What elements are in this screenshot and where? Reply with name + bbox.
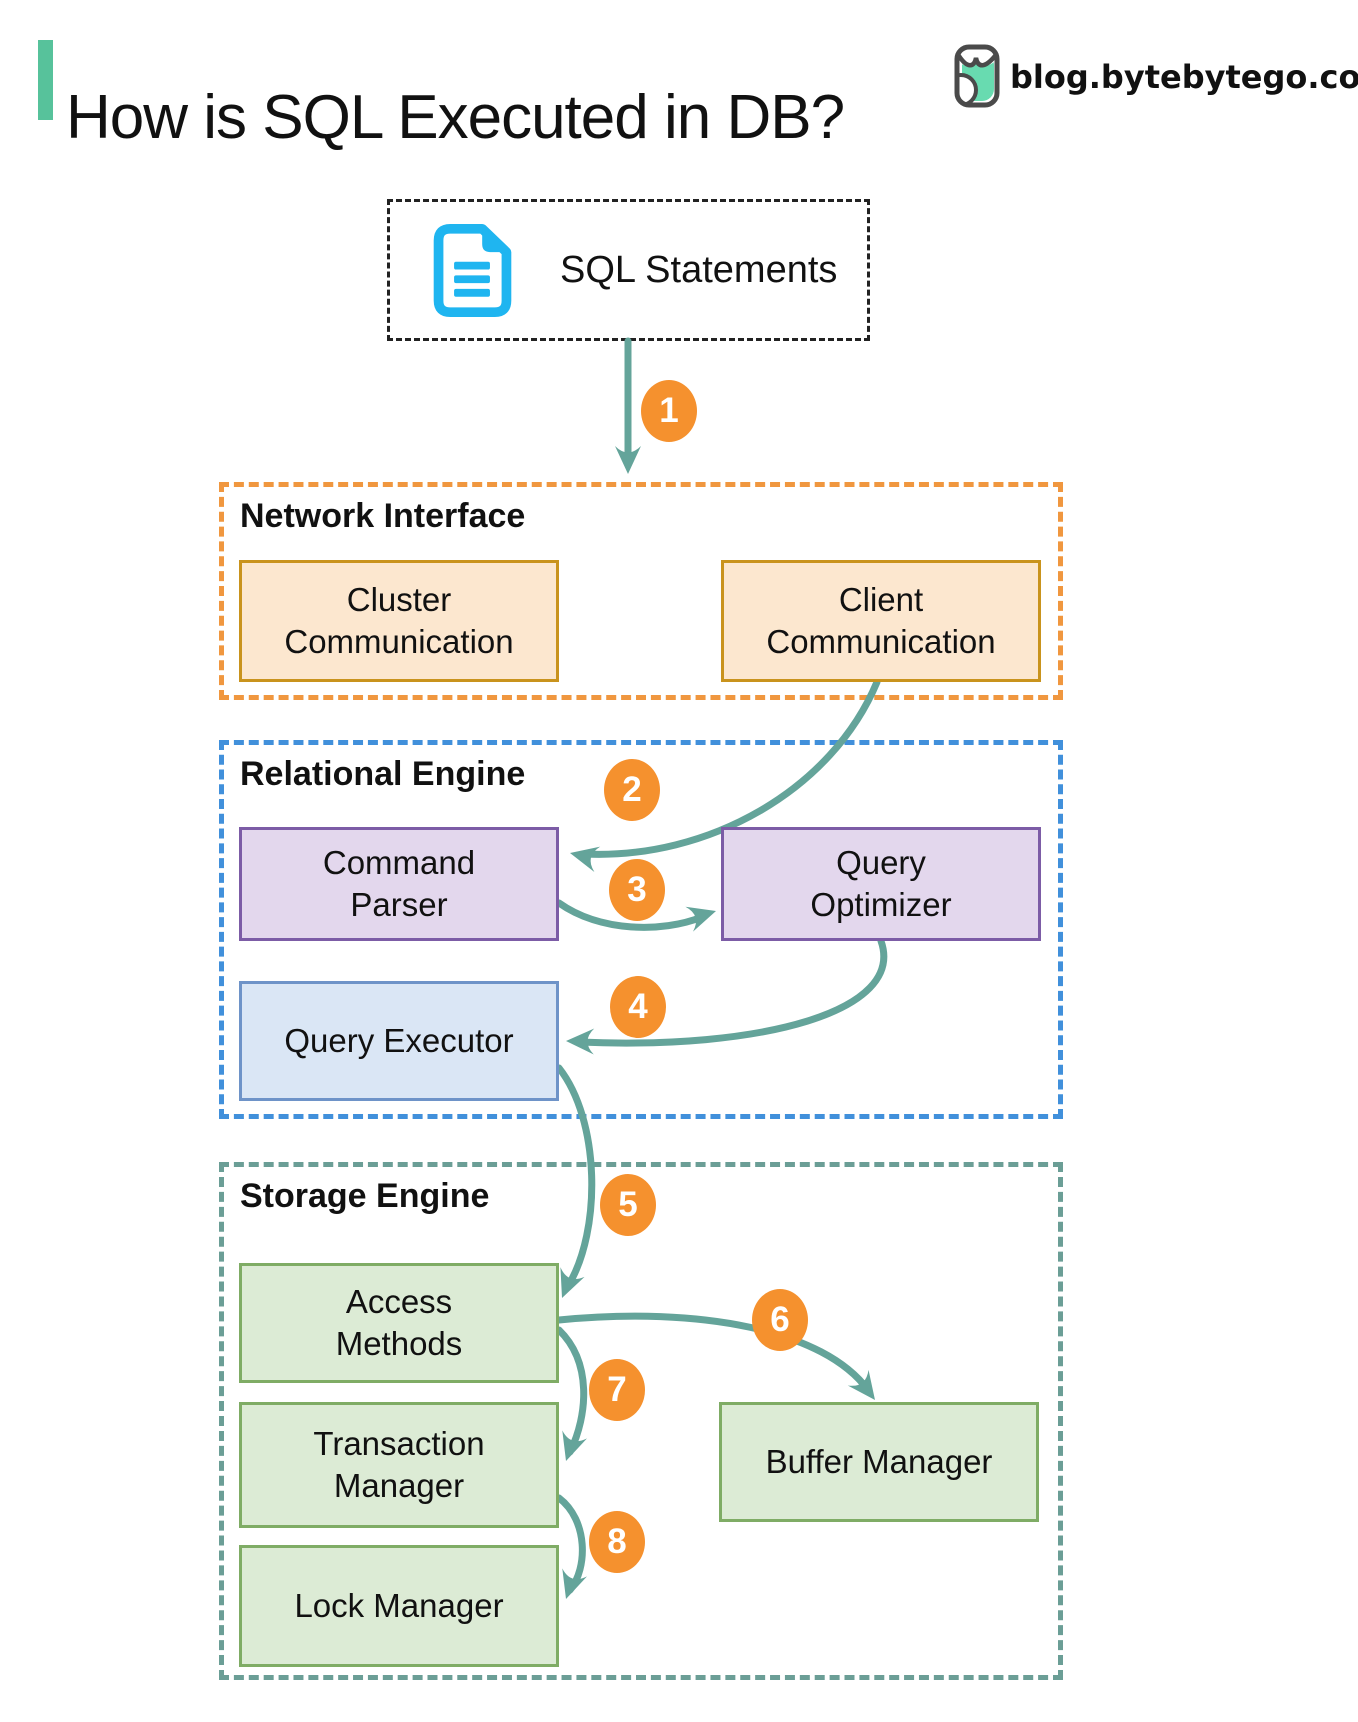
bytebytego-owl-icon [954,44,1000,113]
section-title-storage-engine: Storage Engine [240,1177,490,1215]
step-badge-6: 6 [752,1289,808,1351]
node-label: Command Parser [322,843,476,923]
node-label: Access Methods [335,1282,463,1362]
node-label: Client Communication [766,580,996,660]
step-badge-1: 1 [641,380,697,442]
node-cluster-communication: Cluster Communication [239,560,559,682]
node-label: Cluster Communication [284,580,514,660]
title-accent-bar [38,40,53,120]
step-badge-4: 4 [610,976,666,1038]
node-query-executor: Query Executor [239,981,559,1101]
node-client-communication: Client Communication [721,560,1041,682]
node-label: Query Optimizer [810,843,952,923]
step-badge-2: 2 [604,759,660,821]
node-label: Buffer Manager [765,1442,993,1480]
step-badge-8: 8 [589,1511,645,1573]
node-transaction-manager: Transaction Manager [239,1402,559,1528]
node-lock-manager: Lock Manager [239,1545,559,1667]
arrow-1-head [615,446,641,474]
step-badge-3: 3 [609,859,665,921]
step-badge-5: 5 [600,1174,656,1236]
section-storage-engine: Storage Engine [219,1162,1063,1680]
node-access-methods: Access Methods [239,1263,559,1383]
sql-statements-box: SQL Statements [387,199,870,341]
sql-statements-label: SQL Statements [560,248,838,291]
node-label: Transaction Manager [313,1424,485,1504]
brand-url: blog.bytebytego.com [1010,58,1358,96]
page-title: How is SQL Executed in DB? [66,82,845,152]
node-command-parser: Command Parser [239,827,559,941]
step-badge-7: 7 [589,1359,645,1421]
node-label: Query Executor [284,1021,514,1059]
document-icon [424,222,521,324]
node-query-optimizer: Query Optimizer [721,827,1041,941]
section-title-relational-engine: Relational Engine [240,755,526,793]
node-label: Lock Manager [294,1586,504,1624]
section-title-network-interface: Network Interface [240,497,526,535]
node-buffer-manager: Buffer Manager [719,1402,1039,1522]
